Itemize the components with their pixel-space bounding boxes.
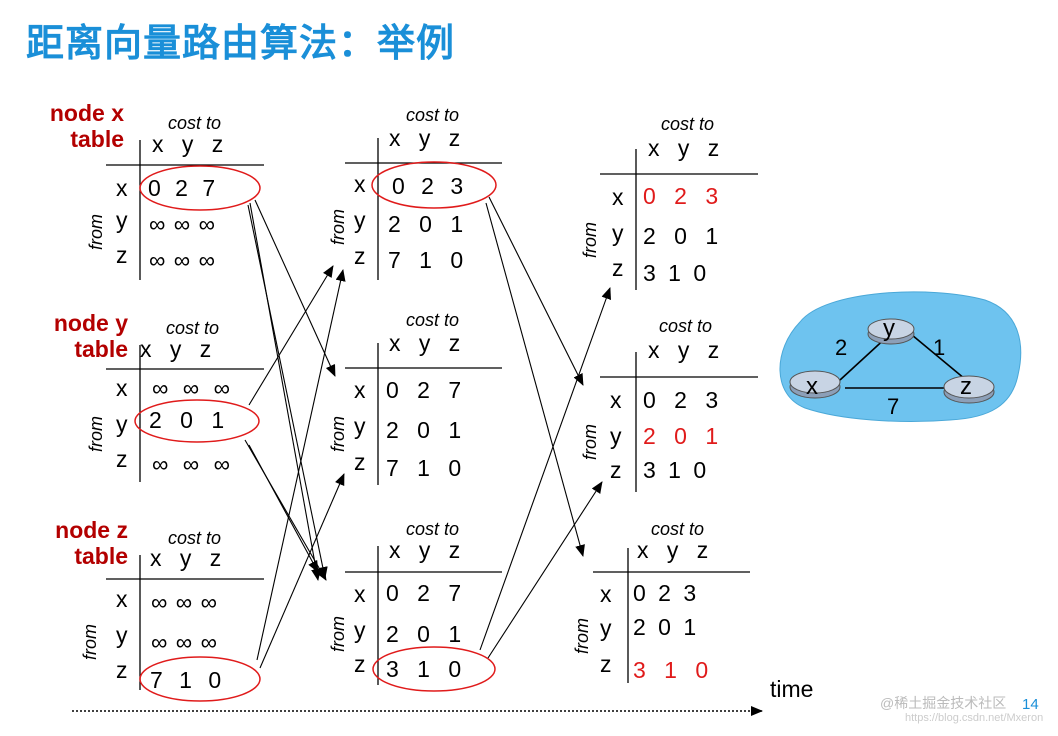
slide-title: 距离向量路由算法：举例 bbox=[26, 21, 456, 65]
header-x2: x y z bbox=[389, 125, 461, 151]
row-label: z bbox=[116, 657, 128, 683]
table-cell: 2 0 1 bbox=[388, 211, 464, 237]
cost-to-label: cost to bbox=[406, 519, 460, 539]
row-label: z bbox=[600, 651, 612, 677]
row-label: x bbox=[600, 581, 612, 607]
table-cell-updated: 0 2 3 bbox=[643, 183, 719, 209]
cost-to-label: cost to bbox=[168, 528, 222, 548]
link-cost-yz: 1 bbox=[933, 335, 946, 360]
cost-to-label: cost to bbox=[406, 310, 460, 330]
row-label: y bbox=[116, 411, 128, 437]
link-cost-xy: 2 bbox=[835, 335, 848, 360]
row-label: y bbox=[610, 423, 622, 449]
table-cell: 0 2 3 bbox=[392, 173, 464, 199]
header-x1: x y z bbox=[152, 131, 224, 157]
router-z-label: z bbox=[960, 373, 972, 400]
header-y2: x y z bbox=[389, 330, 461, 356]
row-label: x bbox=[354, 581, 366, 607]
row-label: z bbox=[354, 243, 366, 269]
row-label: x bbox=[612, 184, 624, 210]
row-label: x bbox=[354, 377, 366, 403]
from-label: from bbox=[572, 618, 592, 654]
table-cell: ∞ ∞ ∞ bbox=[152, 375, 230, 401]
table-cell: 3 1 0 bbox=[386, 656, 462, 682]
row-label: x bbox=[116, 375, 128, 401]
from-label: from bbox=[86, 214, 106, 250]
page-number: 14 bbox=[1022, 696, 1039, 713]
table-cell-updated: 2 0 1 bbox=[643, 423, 719, 449]
from-label: from bbox=[328, 416, 348, 452]
row-label: z bbox=[612, 255, 624, 281]
watermark: @稀土掘金技术社区 bbox=[880, 695, 1007, 711]
header-z1: x y z bbox=[150, 545, 222, 571]
table-cell: 2 0 1 bbox=[386, 417, 462, 443]
time-label: time bbox=[770, 676, 814, 702]
header-z3: x y z bbox=[637, 537, 709, 563]
cost-to-label: cost to bbox=[651, 519, 705, 539]
from-label: from bbox=[580, 222, 600, 258]
table-cell: ∞ ∞ ∞ bbox=[151, 589, 217, 615]
table-cell: 0 2 3 bbox=[643, 387, 719, 413]
table-cell: 7 1 0 bbox=[388, 247, 464, 273]
row-label: z bbox=[116, 242, 128, 268]
table-cell: 3 1 0 bbox=[643, 260, 707, 286]
header-x3: x y z bbox=[648, 135, 720, 161]
table-cell: 2 0 1 bbox=[643, 223, 719, 249]
table-cell: 2 0 1 bbox=[386, 621, 462, 647]
table-cell: ∞ ∞ ∞ bbox=[149, 247, 215, 273]
row-label: y bbox=[354, 413, 366, 439]
table-cell: 0 2 7 bbox=[148, 175, 216, 201]
cost-to-label: cost to bbox=[406, 105, 460, 125]
table-cell: 3 1 0 bbox=[643, 457, 707, 483]
router-y-label: y bbox=[883, 315, 895, 342]
table-cell: ∞ ∞ ∞ bbox=[151, 629, 217, 655]
table-cell: 0 2 3 bbox=[633, 580, 697, 606]
cost-to-label: cost to bbox=[659, 316, 713, 336]
row-label: z bbox=[354, 651, 366, 677]
table-cell: 2 0 1 bbox=[633, 614, 697, 640]
row-label: x bbox=[354, 171, 366, 197]
row-label: y bbox=[116, 622, 128, 648]
from-label: from bbox=[86, 416, 106, 452]
table-cell: ∞ ∞ ∞ bbox=[152, 451, 230, 477]
row-label: y bbox=[612, 220, 624, 246]
row-label: x bbox=[610, 387, 622, 413]
row-label: z bbox=[610, 457, 622, 483]
link-cost-xz: 7 bbox=[887, 394, 900, 419]
router-x-label: x bbox=[806, 373, 818, 400]
table-cell: 7 1 0 bbox=[386, 455, 462, 481]
header-z2: x y z bbox=[389, 537, 461, 563]
table-cell-updated: 3 1 0 bbox=[633, 657, 709, 683]
table-cell: ∞ ∞ ∞ bbox=[149, 211, 215, 237]
from-label: from bbox=[80, 624, 100, 660]
cost-to-label: cost to bbox=[166, 318, 220, 338]
row-label: x bbox=[116, 175, 128, 201]
table-cell: 0 2 7 bbox=[386, 580, 462, 606]
network-cloud bbox=[779, 291, 1022, 422]
row-label: y bbox=[600, 615, 612, 641]
from-label: from bbox=[580, 424, 600, 460]
table-cell: 0 2 7 bbox=[386, 377, 462, 403]
from-label: from bbox=[328, 616, 348, 652]
row-label: z bbox=[354, 449, 366, 475]
row-label: x bbox=[116, 586, 128, 612]
table-cell: 7 1 0 bbox=[150, 667, 222, 693]
header-y1: x y z bbox=[140, 336, 212, 362]
table-cell: 2 0 1 bbox=[149, 407, 225, 433]
row-label: y bbox=[354, 207, 366, 233]
row-label: y bbox=[116, 207, 128, 233]
cost-to-label: cost to bbox=[661, 114, 715, 134]
watermark-url: https://blog.csdn.net/Mxeron bbox=[905, 712, 1044, 724]
cost-to-label: cost to bbox=[168, 113, 222, 133]
from-label: from bbox=[328, 209, 348, 245]
row-label: z bbox=[116, 446, 128, 472]
row-label: y bbox=[354, 617, 366, 643]
header-y3: x y z bbox=[648, 337, 720, 363]
